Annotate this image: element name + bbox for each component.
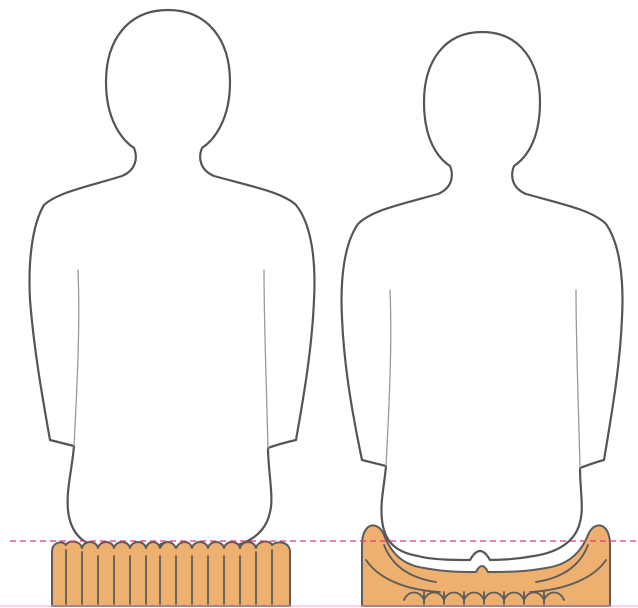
seated-figure-left bbox=[30, 10, 315, 606]
flat-cushion bbox=[52, 542, 290, 606]
seated-figure-right bbox=[342, 32, 623, 606]
flat-cushion-body bbox=[52, 542, 290, 606]
figure-right-silhouette bbox=[342, 32, 623, 560]
figure-left-silhouette bbox=[30, 10, 315, 552]
